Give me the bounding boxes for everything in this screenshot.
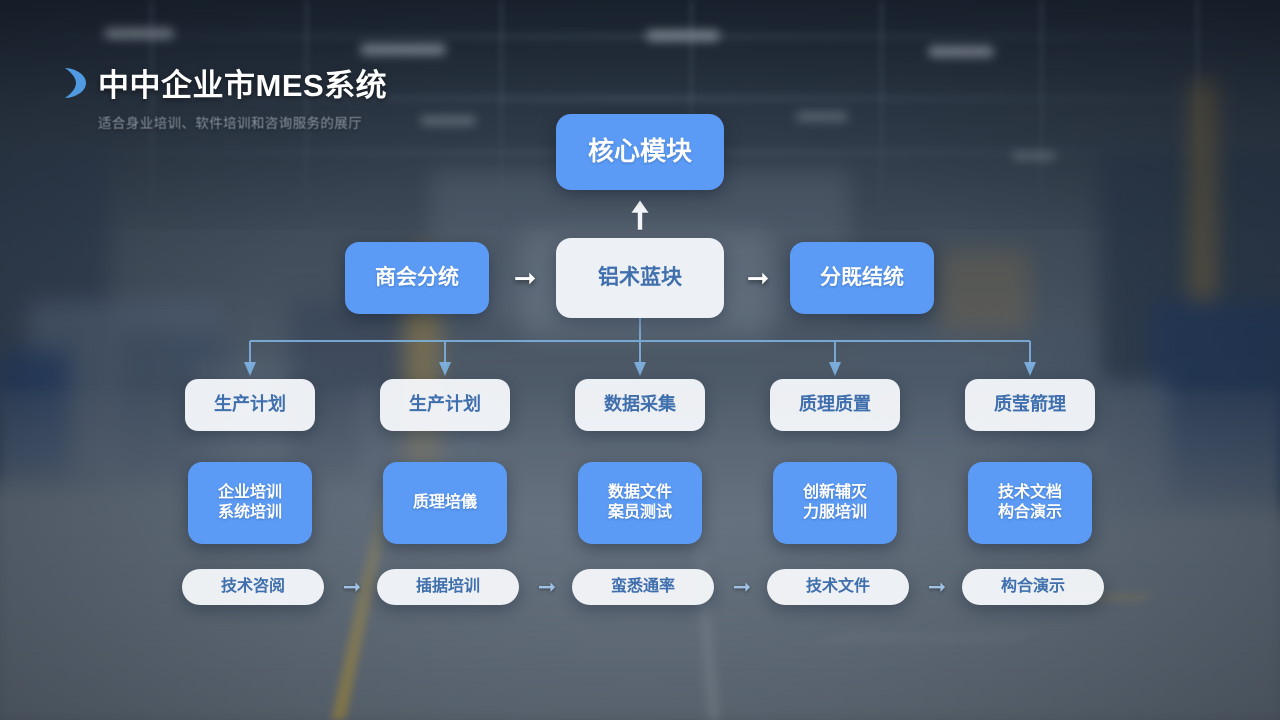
ceiling-truss xyxy=(1040,0,1043,210)
node-tier3-5[interactable]: 质莹箭理 xyxy=(965,379,1095,431)
node-label-line2: 案员测试 xyxy=(607,504,672,521)
node-tier2-left[interactable]: 商会分统 xyxy=(345,242,489,314)
brand-row: 中中企业市MES系统 xyxy=(62,60,387,105)
node-tier4-1[interactable]: 企业培训 系统培训 xyxy=(188,462,312,544)
node-tier4-3[interactable]: 数据文件 案员测试 xyxy=(578,462,702,544)
ceiling-truss xyxy=(880,0,883,210)
node-label: 数据采集 xyxy=(604,394,676,415)
node-core-module[interactable]: 核心模块 xyxy=(556,114,724,190)
node-label: 质莹箭理 xyxy=(994,394,1066,415)
node-label: 构合演示 xyxy=(1000,578,1065,596)
node-label: 技术文件 xyxy=(805,578,870,596)
node-label-line2: 系统培训 xyxy=(217,504,282,521)
ceiling-truss xyxy=(305,0,308,210)
node-label-line1: 企业培训 xyxy=(217,484,282,502)
ceiling-lamp xyxy=(928,46,994,57)
ceiling-lamp xyxy=(360,44,446,55)
ceiling-lamp xyxy=(420,116,476,125)
ceiling-truss xyxy=(1196,0,1199,210)
node-label-line1: 质理培儀 xyxy=(412,494,477,512)
ceiling-beam xyxy=(0,96,1280,101)
chevron-logo-icon xyxy=(65,67,86,98)
arrow-right-icon: ➞ xyxy=(927,574,947,599)
node-tier5-2[interactable]: 插据培训 xyxy=(377,569,519,605)
node-label-line1: 数据文件 xyxy=(607,484,672,502)
node-tier5-4[interactable]: 技术文件 xyxy=(767,569,909,605)
node-tier4-2[interactable]: 质理培儀 xyxy=(383,462,507,544)
ceiling-truss xyxy=(500,0,503,210)
node-label: 插据培训 xyxy=(415,578,480,596)
arrow-right-icon: ➞ xyxy=(513,262,537,293)
page-title: 中中企业市MES系统 xyxy=(98,68,388,103)
ceiling-lamp xyxy=(646,30,720,41)
node-tier2-right[interactable]: 分既结统 xyxy=(790,242,934,314)
node-label: 生产计划 xyxy=(214,394,286,415)
node-label-line1: 技术文档 xyxy=(997,484,1062,502)
node-tier5-3[interactable]: 蛮悉通率 xyxy=(572,569,714,605)
factory-floor xyxy=(0,390,1280,720)
arrow-up-icon xyxy=(630,199,650,231)
node-tier3-1[interactable]: 生产计划 xyxy=(185,379,315,431)
ceiling-truss xyxy=(690,0,693,210)
node-label: 技术咨阅 xyxy=(220,578,285,596)
arrow-right-icon: ➞ xyxy=(732,574,752,599)
node-label: 铝术蓝块 xyxy=(598,266,682,290)
machinery-marker xyxy=(1190,80,1216,300)
ceiling-lamp xyxy=(104,28,174,39)
node-tier5-5[interactable]: 构合演示 xyxy=(962,569,1104,605)
page-subtitle: 适合身业培训、软件培训和咨询服务的展厅 xyxy=(98,116,363,131)
node-label: 分既结统 xyxy=(820,266,904,290)
node-label: 核心模块 xyxy=(587,136,692,167)
arrow-right-icon: ➞ xyxy=(746,262,770,293)
node-tier4-5[interactable]: 技术文档 构合演示 xyxy=(968,462,1092,544)
node-tier3-4[interactable]: 质理质置 xyxy=(770,379,900,431)
ceiling-lamp xyxy=(796,112,848,121)
ceiling-lamp xyxy=(1012,152,1056,160)
node-label: 商会分统 xyxy=(375,266,459,290)
node-tier5-1[interactable]: 技术咨阅 xyxy=(182,569,324,605)
node-label-line1: 创新辅灭 xyxy=(802,484,867,502)
slide-header: 中中企业市MES系统 适合身业培训、软件培训和咨询服务的展厅 xyxy=(62,60,387,132)
ceiling-beam xyxy=(0,34,1280,39)
machinery-marker xyxy=(940,250,1030,330)
node-tier4-4[interactable]: 创新辅灭 力服培训 xyxy=(773,462,897,544)
node-tier2-center[interactable]: 铝术蓝块 xyxy=(556,238,724,318)
node-label: 蛮悉通率 xyxy=(610,578,675,596)
node-label-line2: 力服培训 xyxy=(802,504,867,521)
node-label: 质理质置 xyxy=(799,394,871,415)
node-label: 生产计划 xyxy=(409,394,481,415)
node-label-line2: 构合演示 xyxy=(997,504,1062,521)
node-tier3-3[interactable]: 数据采集 xyxy=(575,379,705,431)
ceiling-truss xyxy=(150,0,153,210)
arrow-right-icon: ➞ xyxy=(537,574,557,599)
arrow-right-icon: ➞ xyxy=(342,574,362,599)
node-tier3-2[interactable]: 生产计划 xyxy=(380,379,510,431)
